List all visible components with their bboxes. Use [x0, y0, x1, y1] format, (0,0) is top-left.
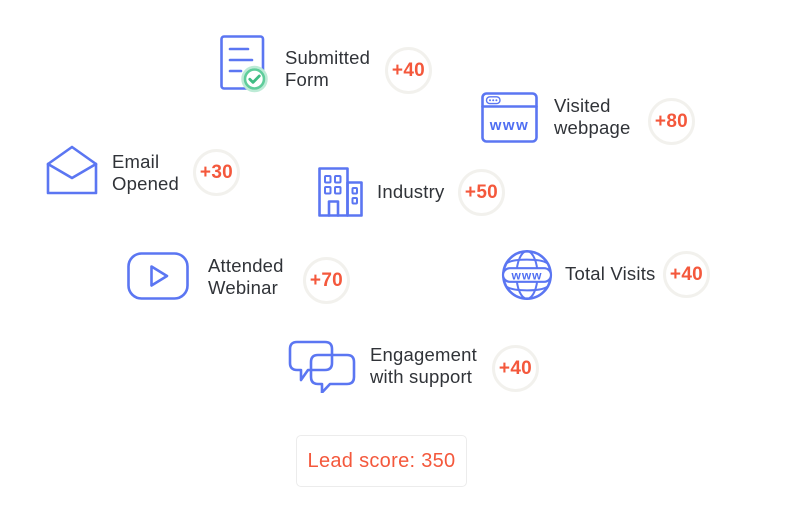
- points-badge-email-opened: +30: [193, 149, 240, 196]
- chat-bubbles-icon: [288, 340, 356, 393]
- item-label-engagement-with-support: Engagement with support: [370, 344, 477, 387]
- points-badge-engagement-with-support: +40: [492, 345, 539, 392]
- item-label-visited-webpage: Visited webpage: [554, 95, 631, 138]
- item-label-attended-webinar: Attended Webinar: [208, 255, 284, 298]
- points-badge-industry: +50: [458, 169, 505, 216]
- points-badge-attended-webinar: +70: [303, 257, 350, 304]
- points-badge-total-visits: +40: [663, 251, 710, 298]
- points-badge-visited-webpage: +80: [648, 98, 695, 145]
- item-label-total-visits: Total Visits: [565, 263, 656, 284]
- browser-window-icon: www: [481, 92, 538, 143]
- svg-text:www: www: [489, 117, 530, 134]
- svg-text:www: www: [510, 269, 542, 283]
- item-label-industry: Industry: [377, 181, 445, 202]
- lead-score-total: Lead score: 350: [296, 435, 467, 487]
- points-badge-submitted-form: +40: [385, 47, 432, 94]
- item-label-submitted-form: Submitted Form: [285, 47, 371, 90]
- form-check-icon: [220, 35, 268, 93]
- video-play-icon: [127, 252, 189, 300]
- item-label-email-opened: Email Opened: [112, 151, 180, 194]
- open-envelope-icon: [46, 145, 98, 195]
- globe-www-icon: www: [501, 249, 553, 301]
- buildings-icon: [312, 166, 364, 218]
